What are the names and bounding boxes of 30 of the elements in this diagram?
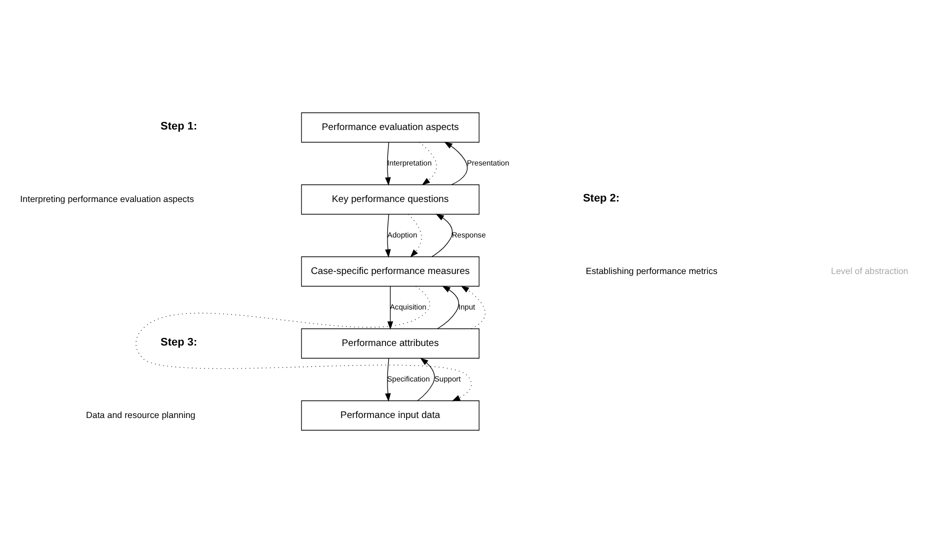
label: Interpreting performance evaluation aspects <box>20 194 194 204</box>
arrow <box>432 214 453 257</box>
node-box: Performance attributes <box>301 328 480 359</box>
arrow <box>417 358 435 401</box>
arrow <box>418 142 437 186</box>
arrow <box>387 286 394 330</box>
edge-label: Input <box>458 302 476 312</box>
node-box: Key performance questions <box>301 184 480 215</box>
arrow <box>136 286 472 402</box>
arrow <box>385 142 391 186</box>
label: Step 3: <box>160 336 198 348</box>
node-box: Performance evaluation aspects <box>301 112 480 143</box>
edge-label: Response <box>452 230 486 240</box>
edge-label: Support <box>434 374 461 384</box>
edge-label: Interpretation <box>387 158 432 168</box>
edge-label: Presentation <box>466 158 510 168</box>
arrow <box>385 214 391 258</box>
edge-label: Acquisition <box>390 302 426 312</box>
node-box: Performance input data <box>301 400 480 431</box>
label: Step 2: <box>582 192 620 204</box>
label: Data and resource planning <box>86 410 196 420</box>
arrow <box>460 286 486 330</box>
arrow <box>385 358 391 402</box>
node-box: Case-specific performance measures <box>301 256 480 287</box>
arrow <box>444 142 468 186</box>
label: Level of abstraction <box>831 266 908 276</box>
arrow <box>437 286 460 329</box>
label: Establishing performance metrics <box>586 266 718 276</box>
label: Step 1: <box>160 120 198 132</box>
arrow <box>408 214 422 258</box>
